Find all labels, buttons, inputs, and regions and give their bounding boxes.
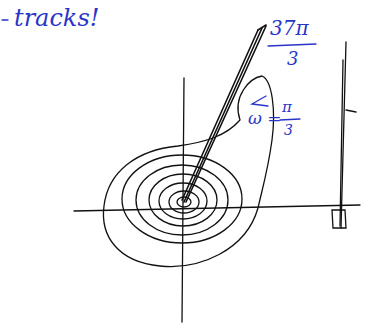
vertical-line-2 [340, 60, 343, 226]
vertical-line [341, 42, 346, 228]
fraction-bar [280, 119, 300, 120]
omega-equals: ω = [248, 110, 282, 127]
right-angle-mark [332, 210, 346, 228]
note-text: tracks! [14, 6, 99, 30]
fraction-numerator: π [282, 100, 292, 115]
outer-contour [103, 76, 273, 267]
fraction-numerator: 37π [270, 18, 309, 38]
fraction-denominator: 3 [287, 50, 298, 68]
fraction-denominator: 3 [284, 123, 293, 137]
angle-symbol [252, 96, 268, 106]
dash-mark [2, 19, 8, 20]
fraction-bar [268, 44, 316, 46]
tick-mark [346, 110, 356, 112]
x-axis [74, 205, 360, 211]
